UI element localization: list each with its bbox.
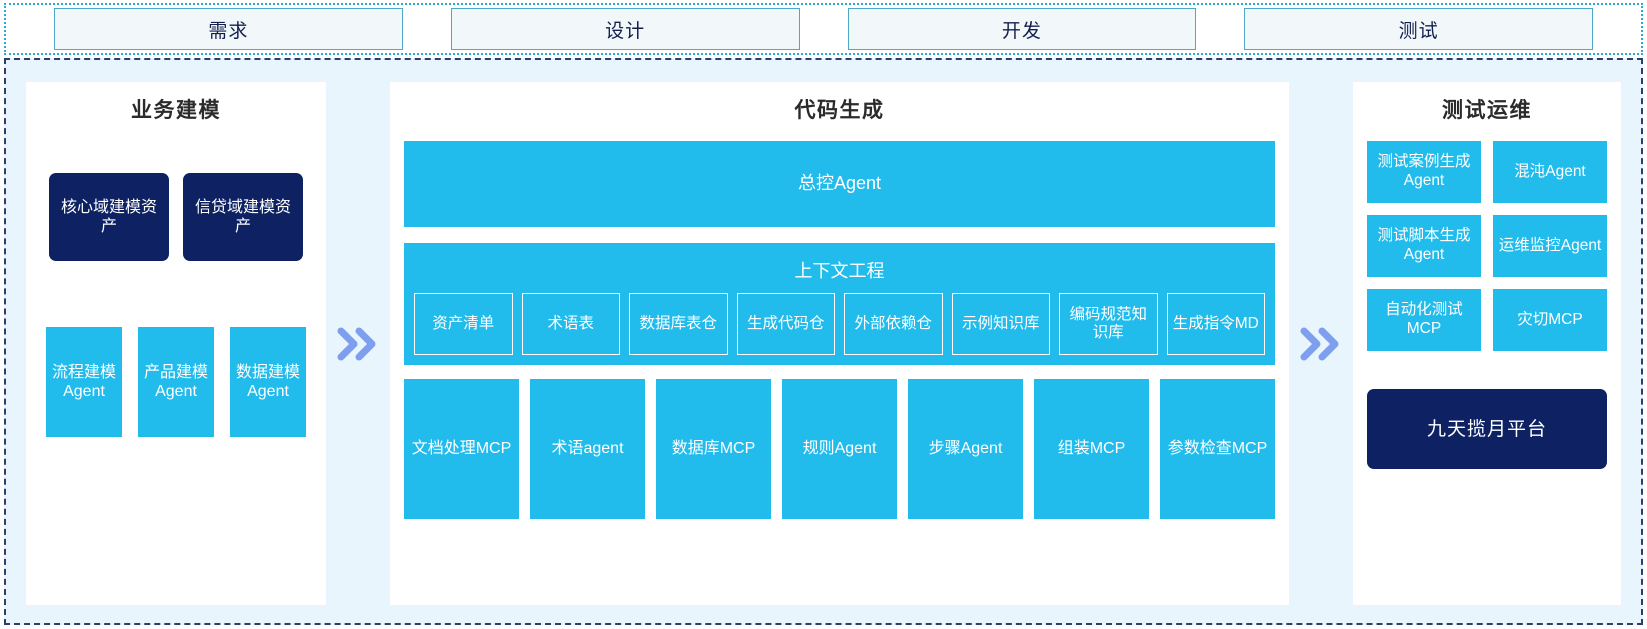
asset-credit-domain[interactable]: 信贷域建模资产	[183, 173, 303, 262]
agent-label: 混沌Agent	[1514, 162, 1586, 180]
context-item-label: 外部依赖仓	[854, 314, 932, 332]
stage-item-requirement[interactable]: 需求	[54, 8, 403, 50]
control-agent-bar[interactable]: 总控Agent	[404, 141, 1275, 228]
agent-test-script-generation[interactable]: 测试脚本生成Agent	[1367, 215, 1481, 278]
platform-jiutian-lanyue[interactable]: 九天揽月平台	[1367, 389, 1607, 470]
agent-label: 灾切MCP	[1517, 310, 1583, 328]
tool-step-agent[interactable]: 步骤Agent	[908, 379, 1023, 520]
context-item-asset-list[interactable]: 资产清单	[414, 293, 513, 356]
agent-ops-monitoring[interactable]: 运维监控Agent	[1493, 215, 1607, 278]
tool-parameter-check-mcp[interactable]: 参数检查MCP	[1160, 379, 1275, 520]
context-item-label: 生成代码仓	[746, 314, 825, 332]
context-item-example-knowledge-base[interactable]: 示例知识库	[951, 293, 1050, 356]
tool-glossary-agent[interactable]: 术语agent	[530, 379, 645, 520]
context-item-label: 数据库表仓	[639, 314, 717, 332]
business-assets-group: 核心域建模资产 信贷域建模资产	[40, 173, 312, 262]
panel-title: 代码生成	[794, 99, 885, 122]
agent-label: 测试脚本生成Agent	[1377, 227, 1471, 264]
stage-label: 设计	[605, 20, 646, 42]
context-item-label: 示例知识库	[961, 314, 1040, 332]
agent-process-modeling[interactable]: 流程建模Agent	[46, 327, 122, 438]
agent-product-modeling[interactable]: 产品建模Agent	[138, 327, 214, 438]
stage-item-design[interactable]: 设计	[450, 8, 800, 50]
panel-title: 业务建模	[131, 99, 221, 122]
agent-label: 数据建模Agent	[235, 363, 300, 401]
agent-label: 产品建模Agent	[143, 363, 208, 401]
context-item-generated-code-repo[interactable]: 生成代码仓	[736, 293, 835, 356]
asset-label: 信贷域建模资产	[194, 198, 291, 236]
agent-label: 运维监控Agent	[1498, 236, 1602, 254]
tool-document-processing-mcp[interactable]: 文档处理MCP	[404, 379, 519, 520]
agent-data-modeling[interactable]: 数据建模Agent	[230, 327, 306, 438]
agent-label: 自动化测试MCP	[1385, 301, 1463, 338]
tool-label: 步骤Agent	[928, 440, 1003, 458]
tool-automated-test-mcp[interactable]: 自动化测试MCP	[1367, 289, 1481, 352]
context-engineering-block: 上下文工程 资产清单 术语表 数据库表仓 生成代码仓 外部依赖仓	[404, 243, 1275, 366]
business-agents-group: 流程建模Agent 产品建模Agent 数据建模Agent	[40, 327, 312, 438]
tool-rule-agent[interactable]: 规则Agent	[782, 379, 897, 520]
panel-business-modeling: 业务建模 核心域建模资产 信贷域建模资产 流程建模Agent 产品建模Agent…	[26, 82, 326, 605]
stage-item-development[interactable]: 开发	[847, 8, 1197, 50]
test-ops-agents-grid: 测试案例生成Agent 混沌Agent 测试脚本生成Agent 运维监控Agen…	[1367, 141, 1607, 352]
tool-assembly-mcp[interactable]: 组装MCP	[1034, 379, 1149, 520]
context-item-coding-standard-knowledge-base[interactable]: 编码规范知识库	[1059, 293, 1158, 356]
tool-label: 术语agent	[551, 440, 624, 458]
tool-disaster-switch-mcp[interactable]: 灾切MCP	[1493, 289, 1607, 352]
tool-label: 数据库MCP	[671, 440, 756, 458]
stage-label: 需求	[208, 20, 249, 42]
stage-bar: 需求 设计 开发 测试	[4, 3, 1643, 55]
main-canvas: 业务建模 核心域建模资产 信贷域建模资产 流程建模Agent 产品建模Agent…	[4, 58, 1643, 625]
panel-code-generation: 代码生成 总控Agent 上下文工程 资产清单 术语表 数据库表仓	[390, 82, 1289, 605]
agent-label: 流程建模Agent	[51, 363, 116, 401]
stage-item-testing[interactable]: 测试	[1244, 8, 1593, 50]
asset-label: 核心域建模资产	[60, 198, 157, 236]
stage-label: 测试	[1398, 20, 1439, 42]
agent-chaos[interactable]: 混沌Agent	[1493, 141, 1607, 204]
platform-label: 九天揽月平台	[1426, 418, 1547, 440]
tool-label: 组装MCP	[1057, 440, 1126, 458]
panel-test-operations: 测试运维 测试案例生成Agent 混沌Agent 测试脚本生成Agent 运维监…	[1353, 82, 1621, 605]
tool-row: 文档处理MCP 术语agent 数据库MCP 规则Agent 步骤Agent 组…	[404, 379, 1275, 520]
tool-label: 参数检查MCP	[1167, 440, 1268, 458]
context-engineering-title: 上下文工程	[794, 261, 885, 282]
context-engineering-items: 资产清单 术语表 数据库表仓 生成代码仓 外部依赖仓 示例知	[414, 293, 1265, 356]
tool-label: 规则Agent	[802, 440, 877, 458]
panel-title: 测试运维	[1442, 99, 1532, 122]
asset-core-domain[interactable]: 核心域建模资产	[49, 173, 169, 262]
tool-label: 文档处理MCP	[411, 440, 512, 458]
context-item-label: 生成指令MD	[1172, 314, 1259, 332]
tool-database-mcp[interactable]: 数据库MCP	[656, 379, 771, 520]
context-item-db-table-repo[interactable]: 数据库表仓	[629, 293, 728, 356]
control-agent-label: 总控Agent	[797, 173, 882, 194]
context-item-label: 资产清单	[432, 314, 495, 332]
context-item-glossary[interactable]: 术语表	[521, 293, 620, 356]
context-item-label: 术语表	[547, 314, 594, 332]
agent-label: 测试案例生成Agent	[1377, 153, 1471, 190]
context-item-label: 编码规范知识库	[1069, 305, 1147, 342]
stage-label: 开发	[1001, 20, 1042, 42]
double-chevron-right-icon-2	[1289, 82, 1353, 605]
context-item-external-dependency-repo[interactable]: 外部依赖仓	[844, 293, 943, 356]
context-item-generation-instruction-md[interactable]: 生成指令MD	[1166, 293, 1265, 356]
double-chevron-right-icon-1	[326, 82, 390, 605]
agent-test-case-generation[interactable]: 测试案例生成Agent	[1367, 141, 1481, 204]
